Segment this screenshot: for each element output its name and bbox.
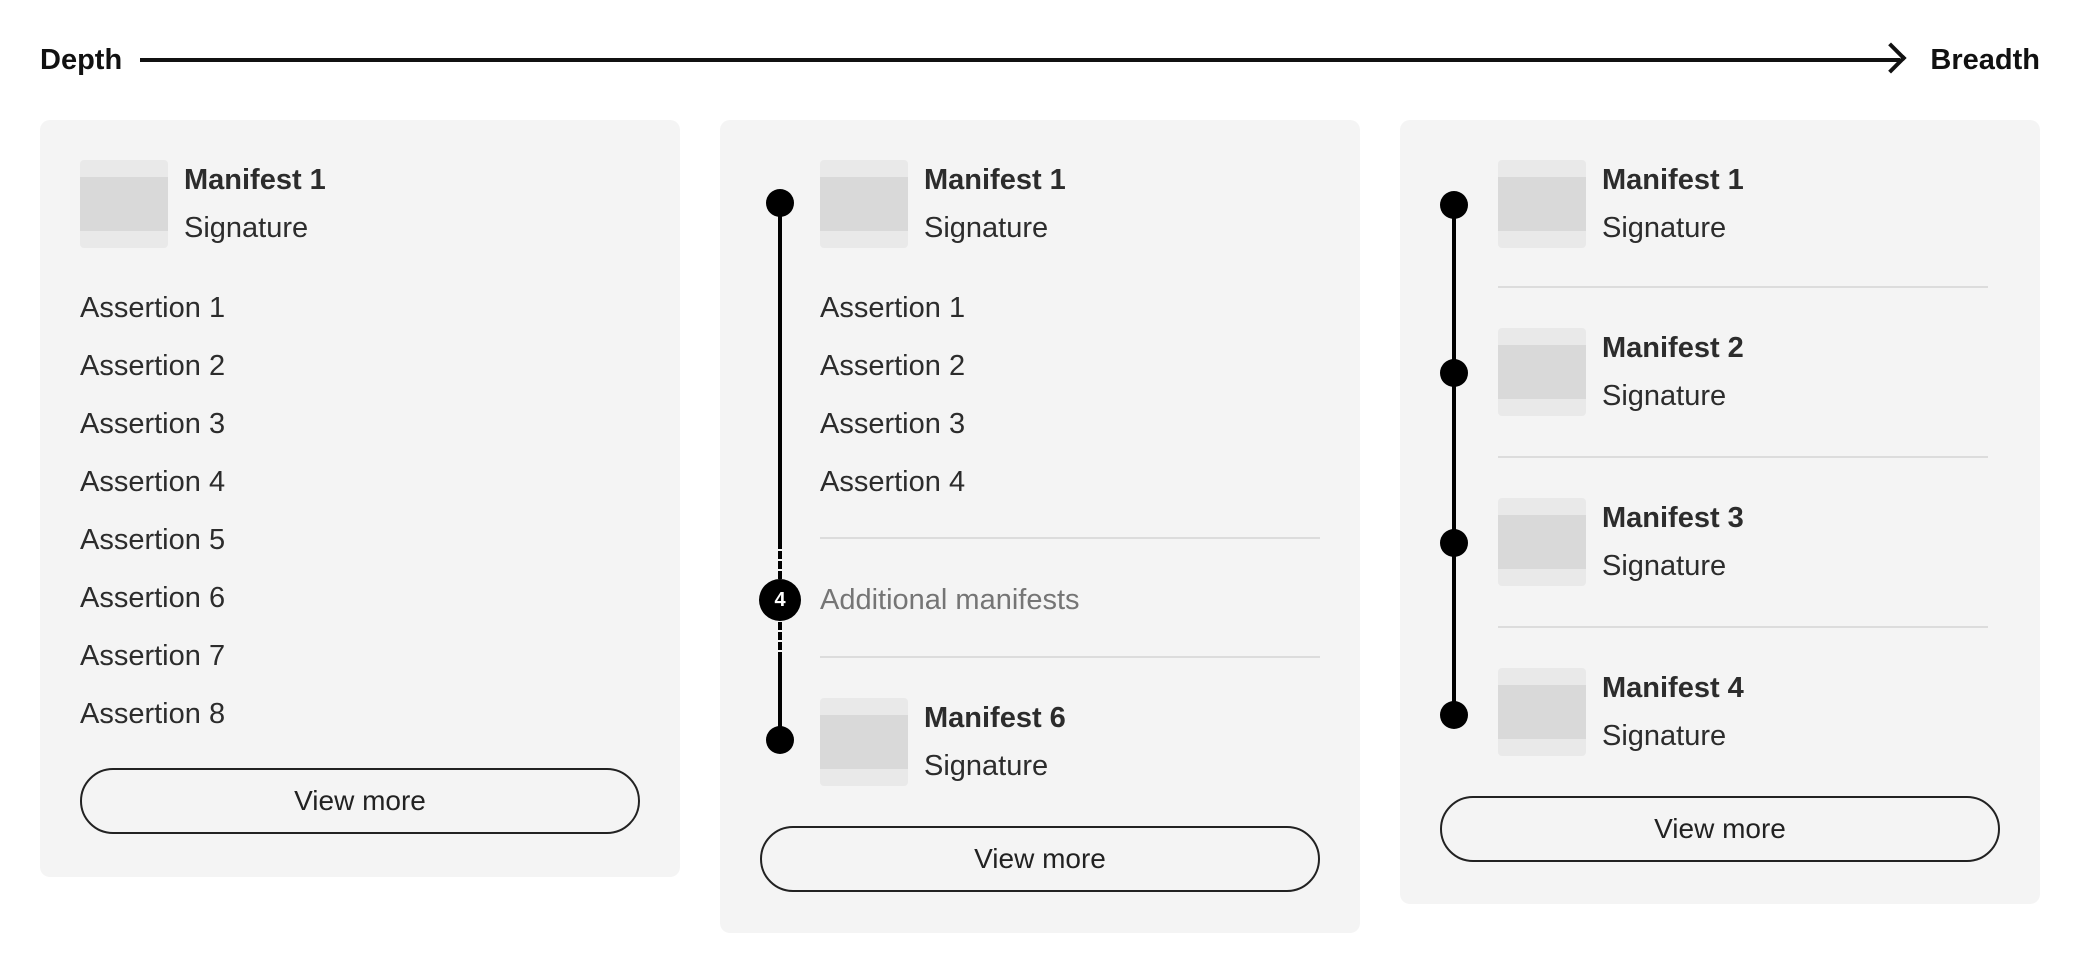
manifest-title: Manifest 1 [1602, 164, 1744, 196]
manifest-signature: Signature [1602, 720, 1727, 752]
assertion-item: Assertion 6 [80, 582, 226, 614]
timeline-line [1452, 205, 1456, 715]
axis-label-depth: Depth [40, 44, 123, 76]
timeline-line [778, 203, 782, 541]
assertion-item: Assertion 5 [80, 524, 226, 556]
manifest-signature: Signature [1602, 212, 1727, 244]
axis-label-breadth: Breadth [1930, 44, 2040, 76]
timeline-dashed-line [778, 541, 782, 579]
assertion-item: Assertion 4 [820, 466, 966, 498]
manifest-title: Manifest 4 [1602, 672, 1744, 704]
assertion-item: Assertion 3 [820, 408, 966, 440]
collapsed-panel: 4 Manifest 1 Signature Assertion 1 Asser… [720, 120, 1360, 933]
manifest-signature: Signature [924, 212, 1049, 244]
axis-line [140, 58, 1900, 62]
manifest-title: Manifest 1 [184, 164, 326, 196]
timeline-node [1440, 359, 1468, 387]
manifest-title: Manifest 1 [924, 164, 1066, 196]
assertion-item: Assertion 7 [80, 640, 226, 672]
timeline-node [1440, 191, 1468, 219]
manifest-signature: Signature [924, 750, 1049, 782]
manifest-title: Manifest 3 [1602, 502, 1744, 534]
timeline-dashed-line [778, 622, 782, 660]
assertion-item: Assertion 3 [80, 408, 226, 440]
assertion-item: Assertion 8 [80, 698, 226, 730]
timeline-node [1440, 529, 1468, 557]
assertion-item: Assertion 2 [80, 350, 226, 382]
manifest-thumbnail [820, 698, 908, 786]
assertion-item: Assertion 1 [80, 292, 226, 324]
manifest-title: Manifest 2 [1602, 332, 1744, 364]
manifest-signature: Signature [1602, 550, 1727, 582]
assertion-item: Assertion 1 [820, 292, 966, 324]
manifest-signature: Signature [184, 212, 309, 244]
manifest-thumbnail [1498, 328, 1586, 416]
additional-manifests-link[interactable]: Additional manifests [820, 584, 1080, 616]
arrow-right-icon [1875, 42, 1907, 74]
timeline-node [766, 189, 794, 217]
divider [820, 656, 1320, 658]
view-more-button[interactable]: View more [1440, 796, 2000, 862]
view-more-button[interactable]: View more [760, 826, 1320, 892]
manifest-title: Manifest 6 [924, 702, 1066, 734]
divider [1498, 286, 1988, 288]
assertion-item: Assertion 4 [80, 466, 226, 498]
breadth-panel: Manifest 1 Signature Manifest 2 Signatur… [1400, 120, 2040, 904]
manifest-thumbnail [1498, 668, 1586, 756]
manifest-thumbnail [1498, 498, 1586, 586]
assertion-item: Assertion 2 [820, 350, 966, 382]
manifest-thumbnail [1498, 160, 1586, 248]
manifest-thumbnail [820, 160, 908, 248]
divider [820, 537, 1320, 539]
view-more-button[interactable]: View more [80, 768, 640, 834]
depth-panel: Manifest 1 Signature Assertion 1 Asserti… [40, 120, 680, 877]
divider [1498, 456, 1988, 458]
divider [1498, 626, 1988, 628]
manifest-signature: Signature [1602, 380, 1727, 412]
manifest-thumbnail [80, 160, 168, 248]
additional-count-badge: 4 [759, 579, 801, 621]
timeline-node [766, 726, 794, 754]
timeline-line [778, 660, 782, 740]
timeline-node [1440, 701, 1468, 729]
